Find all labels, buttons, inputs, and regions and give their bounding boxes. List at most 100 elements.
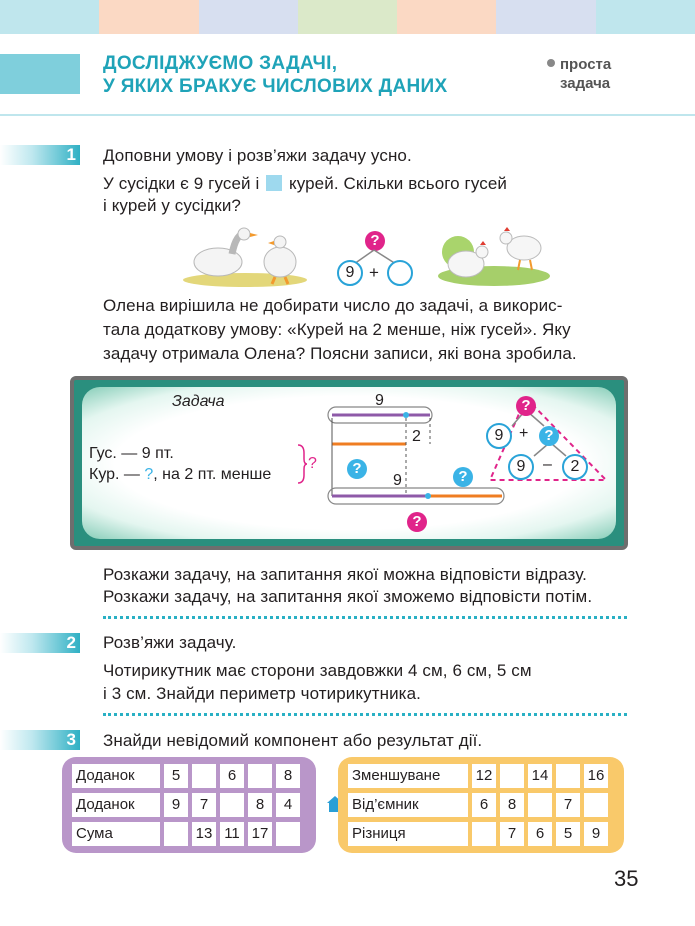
question-mark-icon: ? [347, 459, 367, 479]
table-cell: 6 [220, 764, 244, 788]
task-number-tab: 2 [0, 633, 80, 653]
task2-text-line-1: Чотирикутник має сторони завдовжки 4 см,… [103, 661, 532, 680]
task-number-tab: 1 [0, 145, 80, 165]
task-number: 2 [66, 633, 76, 652]
addition-table: Доданок 5 6 8 Доданок 9 7 8 4 Сума 13 11… [62, 757, 316, 853]
problem-text-b: курей. Скільки всього гусей [288, 174, 508, 193]
table-cell[interactable] [192, 764, 216, 788]
table-cell: 11 [220, 822, 244, 846]
triangle-circle-9b: 9 [508, 454, 534, 480]
problem-text-a: У сусідки є 9 гусей і [103, 174, 260, 193]
table-cell: 6 [528, 822, 552, 846]
table-row: Доданок 9 7 8 4 [72, 793, 300, 817]
triangle-circle-9: 9 [486, 423, 512, 449]
title-line-1: ДОСЛІДЖУЄМО ЗАДАЧІ, [103, 53, 338, 74]
table-cell[interactable] [164, 822, 188, 846]
table-cell: 7 [500, 822, 524, 846]
table-cell: 4 [276, 793, 300, 817]
segment-bottom-label: 9 [393, 472, 402, 489]
question-mark-icon: ? [365, 231, 385, 251]
table-cell: 9 [164, 793, 188, 817]
dotted-divider [103, 616, 627, 619]
table-cell: 17 [248, 822, 272, 846]
table-cell[interactable] [276, 822, 300, 846]
brace-icon [297, 444, 308, 484]
task-number: 1 [66, 145, 76, 164]
board-heading: Задача [172, 393, 225, 410]
page-title: ДОСЛІДЖУЄМО ЗАДАЧІ, У ЯКИХ БРАКУЄ ЧИСЛОВ… [103, 52, 447, 98]
short-note-line-1: Гус. — 9 пт. [89, 445, 174, 462]
segment-diff-label: 2 [412, 428, 421, 445]
scheme-plus: + [369, 263, 380, 282]
missing-number-square [266, 175, 283, 191]
bullet-icon [547, 59, 555, 67]
table-cell[interactable] [556, 764, 580, 788]
paragraph-line-2: тала додаткову умову: «Курей на 2 менше,… [103, 320, 571, 339]
subtraction-table: Зменшуване 12 14 16 Від’ємник 6 8 7 Різн… [338, 757, 624, 853]
segment-top-label: 9 [375, 392, 384, 409]
row-label: Доданок [72, 764, 160, 788]
table-cell: 16 [584, 764, 608, 788]
table-cell[interactable] [248, 764, 272, 788]
header-divider [0, 114, 695, 116]
task-number: 3 [66, 730, 76, 749]
table-cell: 9 [584, 822, 608, 846]
table-row: Від’ємник 6 8 7 [348, 793, 608, 817]
table-cell[interactable] [472, 822, 496, 846]
task2-text-line-2: і 3 см. Знайди периметр чотирикутника. [103, 684, 421, 703]
table-cell[interactable] [500, 764, 524, 788]
hens-illustration [438, 227, 550, 286]
table-cell: 8 [276, 764, 300, 788]
task1-after-line-1: Розкажи задачу, на запитання якої можна … [103, 565, 587, 584]
table-cell: 13 [192, 822, 216, 846]
dotted-divider [103, 713, 627, 716]
task1-problem-line-2: і курей у сусідки? [103, 196, 241, 215]
tag-line-1: проста [560, 56, 612, 73]
task2-instruction: Розв’яжи задачу. [103, 633, 237, 652]
table-row: Зменшуване 12 14 16 [348, 764, 608, 788]
table-cell: 5 [556, 822, 580, 846]
table-row: Різниця 7 6 5 9 [348, 822, 608, 846]
triangle-minus: – [543, 456, 552, 473]
header-bar [0, 54, 80, 94]
task3-instruction: Знайди невідомий компонент або результат… [103, 731, 483, 750]
table-cell: 14 [528, 764, 552, 788]
question-mark-icon: ? [453, 467, 473, 487]
task1-after-line-2: Розкажи задачу, на запитання якої зможем… [103, 587, 593, 606]
table-row: Доданок 5 6 8 [72, 764, 300, 788]
short-note-line-2: Кур. — ?, на 2 пт. менше [89, 465, 271, 485]
task1-paragraph: Олена вирішила не добирати число до зада… [103, 294, 627, 366]
paragraph-line-3: задачу отримала Олена? Поясни записи, як… [103, 344, 577, 363]
table-cell[interactable] [584, 793, 608, 817]
geese-illustration [183, 227, 307, 287]
brace-question: ? [308, 455, 317, 472]
task1-instruction: Доповни умову і розв’яжи задачу усно. [103, 146, 412, 165]
table-cell[interactable] [528, 793, 552, 817]
title-line-2: У ЯКИХ БРАКУЄ ЧИСЛОВИХ ДАНИХ [103, 76, 448, 97]
top-color-strip [0, 0, 695, 34]
task1-problem-line-1: У сусідки є 9 гусей і курей. Скільки всь… [103, 172, 507, 196]
table-cell: 7 [556, 793, 580, 817]
scheme-circle-9: 9 [337, 260, 363, 286]
row-label: Доданок [72, 793, 160, 817]
triangle-plus: + [519, 425, 529, 442]
note-text-b: , на 2 пт. менше [153, 466, 272, 483]
table-row: Сума 13 11 17 [72, 822, 300, 846]
scheme-circle-empty [387, 260, 413, 286]
question-mark-icon: ? [516, 396, 536, 416]
paragraph-line-1: Олена вирішила не добирати число до зада… [103, 296, 563, 315]
segment-diagram [327, 406, 505, 505]
tag-line-2: задача [560, 75, 611, 92]
row-label: Різниця [348, 822, 468, 846]
note-text-a: Кур. — [89, 466, 145, 483]
table-cell[interactable] [220, 793, 244, 817]
header-tag: проста задача [547, 55, 611, 93]
triangle-circle-2: 2 [562, 454, 588, 480]
question-mark-icon: ? [407, 512, 427, 532]
table-cell: 5 [164, 764, 188, 788]
task-number-tab: 3 [0, 730, 80, 750]
row-label: Зменшуване [348, 764, 468, 788]
page-number: 35 [614, 866, 639, 891]
note-question: ? [144, 466, 154, 483]
row-label: Сума [72, 822, 160, 846]
